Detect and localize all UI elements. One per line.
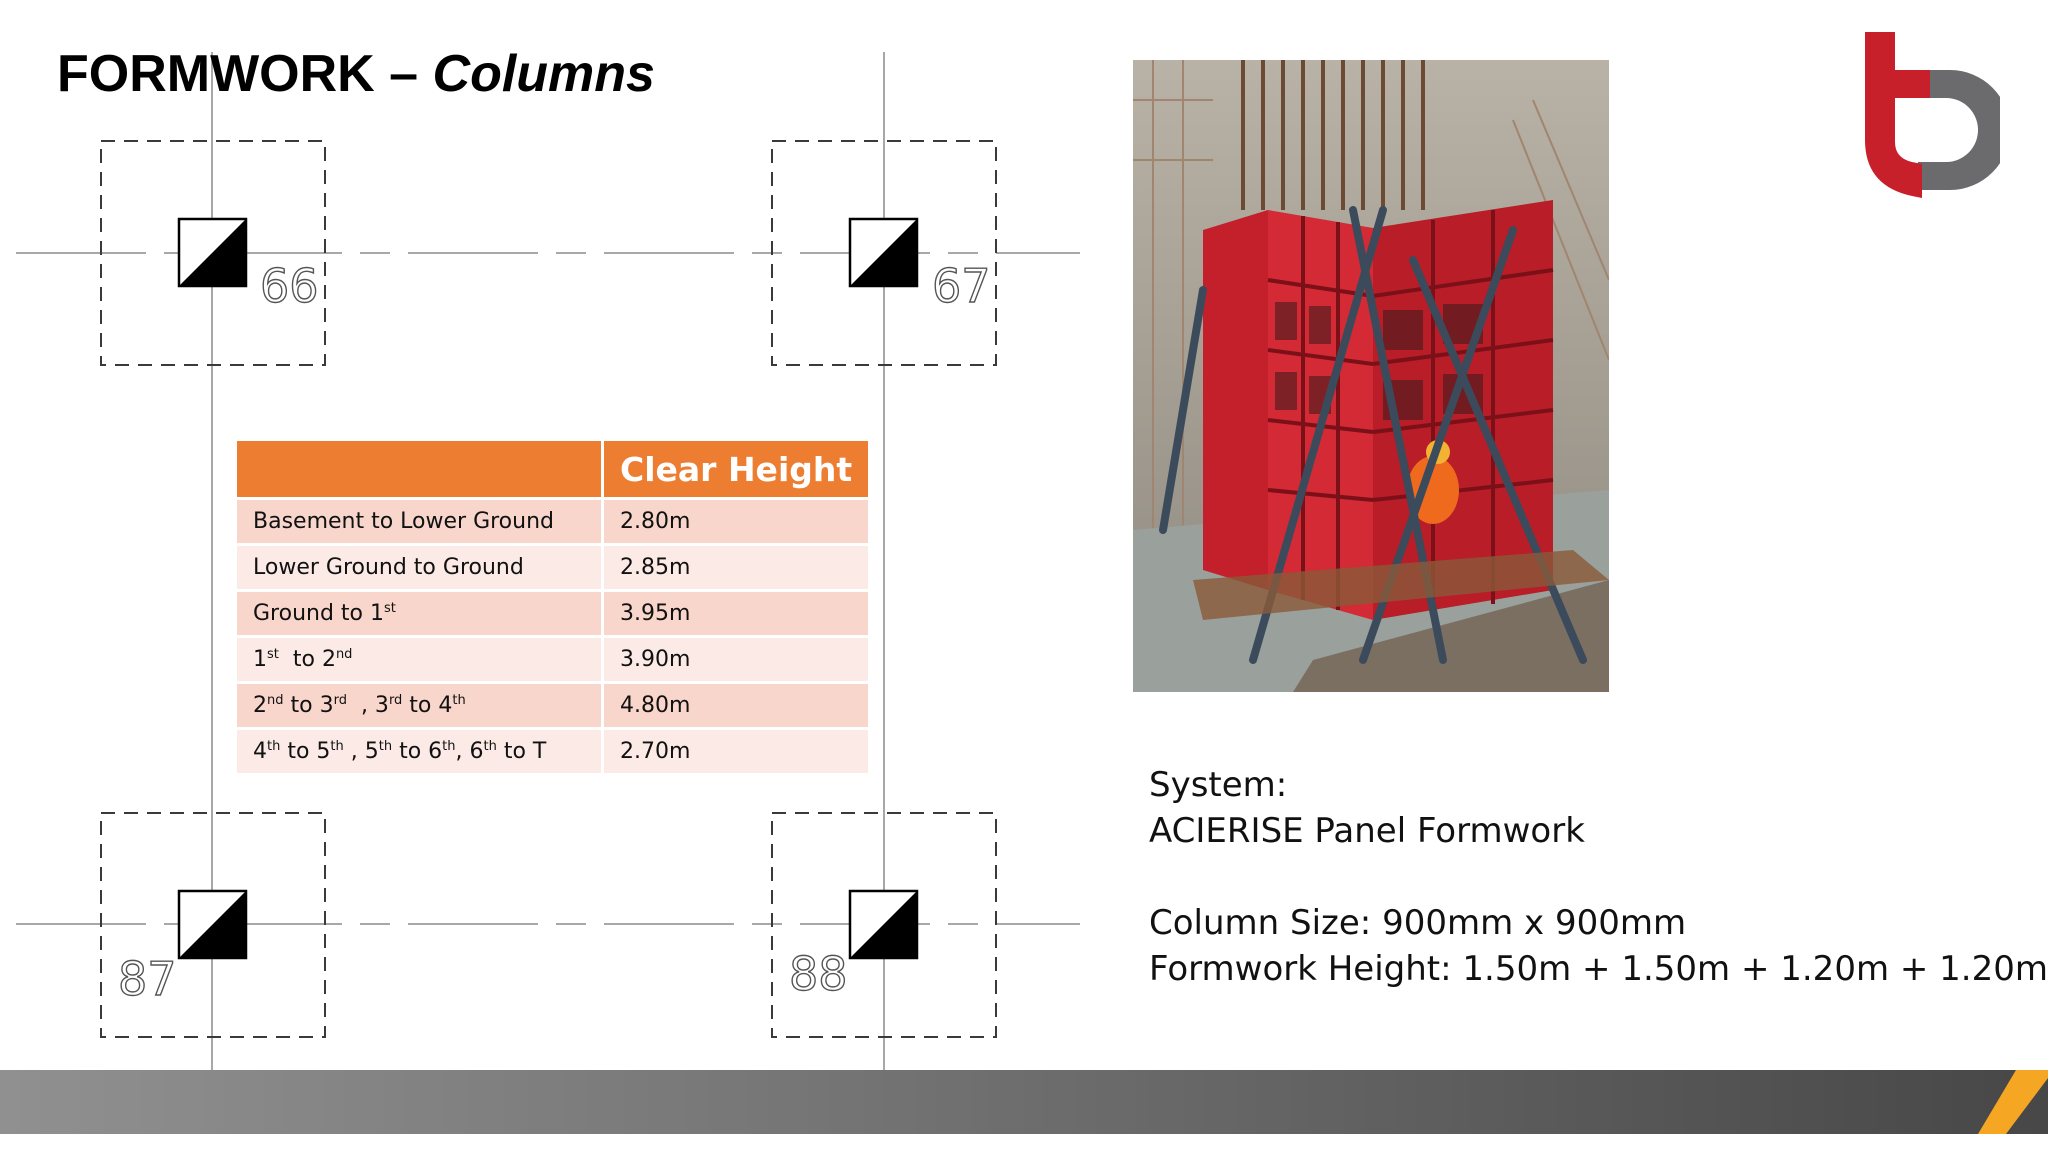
height-cell: 2.80m (604, 500, 868, 543)
formwork-site-photo (1133, 60, 1609, 692)
level-cell: 2nd to 3rd , 3rd to 4th (237, 684, 604, 727)
system-label: System: (1149, 765, 1288, 805)
level-cell: Basement to Lower Ground (237, 500, 604, 543)
level-cell: 4th to 5th , 5th to 6th, 6th to T (237, 730, 604, 773)
page-title: FORMWORK – Columns (57, 44, 655, 104)
table-header-level (237, 441, 604, 497)
formwork-height: Formwork Height: 1.50m + 1.50m + 1.20m +… (1149, 949, 2048, 989)
company-logo-icon (1865, 32, 2000, 198)
grid-label-66: 66 (260, 259, 319, 313)
system-value: ACIERISE Panel Formwork (1149, 811, 1585, 851)
height-cell: 2.70m (604, 730, 868, 773)
column-size: Column Size: 900mm x 900mm (1149, 903, 1687, 943)
height-cell: 3.90m (604, 638, 868, 681)
table-row: Lower Ground to Ground 2.85m (237, 546, 868, 589)
table-header-row: Clear Height (237, 441, 868, 497)
grid-label-87: 87 (118, 952, 177, 1006)
title-main: FORMWORK – (57, 45, 433, 103)
table-header-clear-height: Clear Height (604, 441, 868, 497)
structural-plan-drawing: 66 67 87 88 (16, 52, 1080, 1100)
level-cell: 1st to 2nd (237, 638, 604, 681)
table-row: 1st to 2nd 3.90m (237, 638, 868, 681)
column-symbol-icon (177, 889, 248, 960)
level-cell: Lower Ground to Ground (237, 546, 604, 589)
level-cell: Ground to 1st (237, 592, 604, 635)
footer-bar (0, 1070, 2048, 1134)
table-row: Ground to 1st 3.95m (237, 592, 868, 635)
height-cell: 3.95m (604, 592, 868, 635)
column-symbol-icon (848, 889, 919, 960)
column-symbol-icon (177, 217, 248, 288)
table-row: 4th to 5th , 5th to 6th, 6th to T 2.70m (237, 730, 868, 773)
column-symbol-icon (848, 217, 919, 288)
clear-height-table: Clear Height Basement to Lower Ground 2.… (237, 438, 868, 776)
height-cell: 4.80m (604, 684, 868, 727)
table-row: Basement to Lower Ground 2.80m (237, 500, 868, 543)
title-italic: Columns (432, 45, 655, 103)
footer-stripe-icon (1978, 1070, 2048, 1134)
height-cell: 2.85m (604, 546, 868, 589)
table-row: 2nd to 3rd , 3rd to 4th 4.80m (237, 684, 868, 727)
grid-label-88: 88 (789, 947, 848, 1001)
system-info: System: ACIERISE Panel Formwork Column S… (1149, 762, 2048, 992)
grid-label-67: 67 (932, 259, 991, 313)
